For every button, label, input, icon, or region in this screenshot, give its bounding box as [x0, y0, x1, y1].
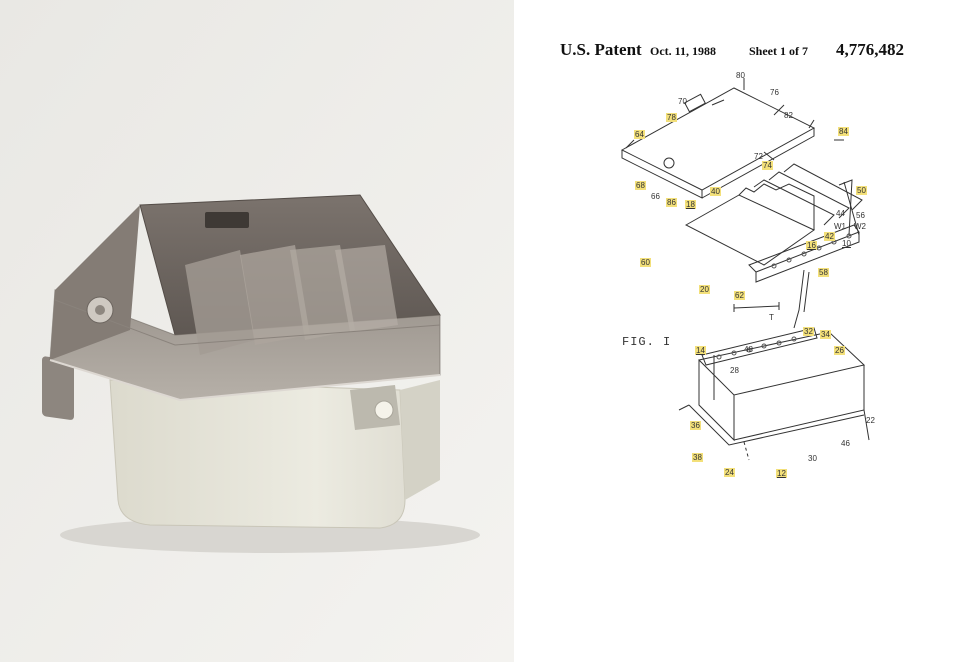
callout-18: 18 — [685, 200, 696, 209]
callout-38: 38 — [692, 453, 703, 462]
patent-line-drawing — [620, 78, 870, 461]
callout-56: 56 — [856, 211, 865, 220]
callout-76: 76 — [770, 88, 779, 97]
patent-date: Oct. 11, 1988 — [650, 44, 716, 58]
callout-30: 30 — [808, 454, 817, 463]
patent-header: U.S. Patent Oct. 11, 1988 Sheet 1 of 7 4… — [514, 40, 980, 64]
callout-t: T — [769, 313, 774, 322]
callout-12: 12 — [776, 469, 787, 478]
callout-46: 46 — [841, 439, 850, 448]
patent-number: 4,776,482 — [836, 40, 904, 59]
callout-w2: W2 — [854, 222, 866, 231]
callout-68: 68 — [635, 181, 646, 190]
callout-34: 34 — [820, 330, 831, 339]
callout-50: 50 — [856, 186, 867, 195]
callout-48: 48 — [744, 345, 753, 354]
callout-70: 70 — [678, 97, 687, 106]
callout-80: 80 — [736, 71, 745, 80]
callout-64: 64 — [634, 130, 645, 139]
callout-36: 36 — [690, 421, 701, 430]
callout-26: 26 — [834, 346, 845, 355]
callout-60: 60 — [640, 258, 651, 267]
callout-w1: W1 — [834, 222, 846, 231]
callout-62: 62 — [734, 291, 745, 300]
figure-label: FIG. I — [622, 335, 672, 349]
callout-14: 14 — [695, 346, 706, 355]
callout-32: 32 — [803, 327, 814, 336]
file-box-illustration — [0, 0, 514, 662]
callout-66: 66 — [651, 192, 660, 201]
callout-78: 78 — [666, 113, 677, 122]
callout-42: 42 — [824, 232, 835, 241]
callout-20: 20 — [699, 285, 710, 294]
callout-28: 28 — [730, 366, 739, 375]
product-photo — [0, 0, 514, 662]
callout-58: 58 — [818, 268, 829, 277]
patent-sheet: U.S. Patent Oct. 11, 1988 Sheet 1 of 7 4… — [514, 0, 980, 662]
callout-74: 74 — [762, 161, 773, 170]
callout-16: 16 — [806, 241, 817, 250]
callout-10: 10 — [842, 239, 851, 248]
callout-82: 82 — [784, 111, 793, 120]
callout-84: 84 — [838, 127, 849, 136]
callout-24: 24 — [724, 468, 735, 477]
callout-22: 22 — [866, 416, 875, 425]
patent-title: U.S. Patent — [560, 40, 642, 59]
callout-86: 86 — [666, 198, 677, 207]
patent-sheet-number: Sheet 1 of 7 — [749, 44, 808, 58]
callout-72: 72 — [754, 152, 763, 161]
callout-40: 40 — [710, 187, 721, 196]
callout-44: 44 — [836, 209, 845, 218]
